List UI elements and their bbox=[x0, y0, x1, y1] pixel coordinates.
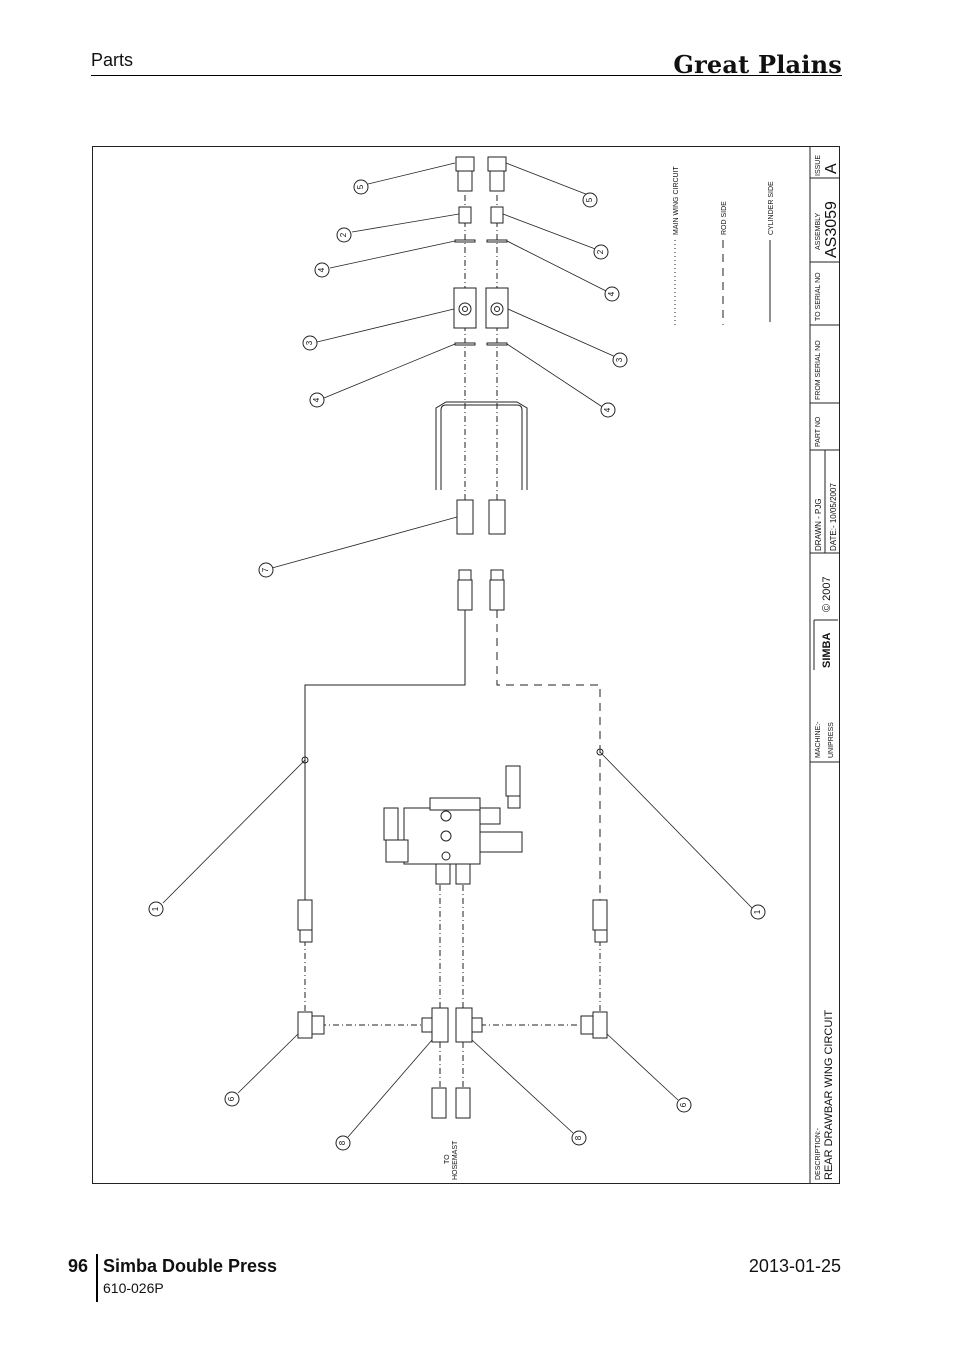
balloon-2-left: 2 bbox=[339, 232, 348, 237]
document-date: 2013-01-25 bbox=[748, 1256, 841, 1276]
document-number: 610-026P bbox=[103, 1280, 164, 1296]
balloon-8-right: 8 bbox=[574, 1135, 583, 1140]
machine-value: UNIPRESS bbox=[828, 722, 835, 758]
hosemast-label: HOSEMAST bbox=[452, 1140, 459, 1180]
document-title: Simba Double Press bbox=[103, 1256, 278, 1276]
legend-rod: ROD SIDE bbox=[721, 201, 728, 235]
copyright: © 2007 bbox=[821, 576, 833, 612]
balloon-4-lower-left: 4 bbox=[312, 397, 321, 402]
legend-cylinder: CYLINDER SIDE bbox=[768, 181, 775, 235]
section-label: Parts bbox=[91, 50, 134, 70]
assembly-label: ASSEMBLY bbox=[815, 212, 822, 250]
date-label: DATE:- 10/05/2007 bbox=[829, 483, 838, 551]
page-divider bbox=[96, 1254, 98, 1302]
issue-label: ISSUE bbox=[815, 155, 822, 176]
description-label: DESCRIPTION:- bbox=[815, 1127, 822, 1180]
legend-main: MAIN WING CIRCUIT bbox=[673, 165, 680, 235]
issue-value: A bbox=[823, 163, 840, 174]
page-number: 96 bbox=[68, 1256, 89, 1276]
header-rule bbox=[91, 75, 842, 76]
balloon-4-lower-right: 4 bbox=[603, 407, 612, 412]
balloon-7: 7 bbox=[261, 567, 270, 572]
description-value: REAR DRAWBAR WING CIRCUIT bbox=[823, 1010, 835, 1180]
assembly-number: AS3059 bbox=[823, 201, 840, 258]
balloon-1-left: 1 bbox=[151, 906, 160, 911]
brand-logo: Great Plains bbox=[673, 50, 842, 79]
machine-label: MACHINE:- bbox=[815, 721, 822, 758]
to-serial-label: TO SERIAL NO bbox=[815, 272, 822, 321]
balloon-6-right: 6 bbox=[679, 1102, 688, 1107]
balloon-4-upper-left: 4 bbox=[317, 267, 326, 272]
hosemast-to: TO bbox=[444, 1154, 451, 1164]
drawn-label: DRAWN - PJG bbox=[814, 498, 823, 551]
drawing-frame bbox=[92, 146, 840, 1184]
balloon-6-left: 6 bbox=[227, 1096, 236, 1101]
balloon-8-left: 8 bbox=[338, 1140, 347, 1145]
simba-logo: SIMBA bbox=[821, 633, 833, 669]
balloon-5-right: 5 bbox=[585, 197, 594, 202]
balloon-3-left: 3 bbox=[305, 340, 314, 345]
from-serial-label: FROM SERIAL NO bbox=[815, 340, 822, 400]
balloon-4-upper-right: 4 bbox=[607, 291, 616, 296]
balloon-5-left: 5 bbox=[356, 184, 365, 189]
balloon-1-right: 1 bbox=[753, 909, 762, 914]
part-no-label: PART NO bbox=[815, 416, 822, 447]
balloon-2-right: 2 bbox=[596, 249, 605, 254]
balloon-3-right: 3 bbox=[615, 357, 624, 362]
